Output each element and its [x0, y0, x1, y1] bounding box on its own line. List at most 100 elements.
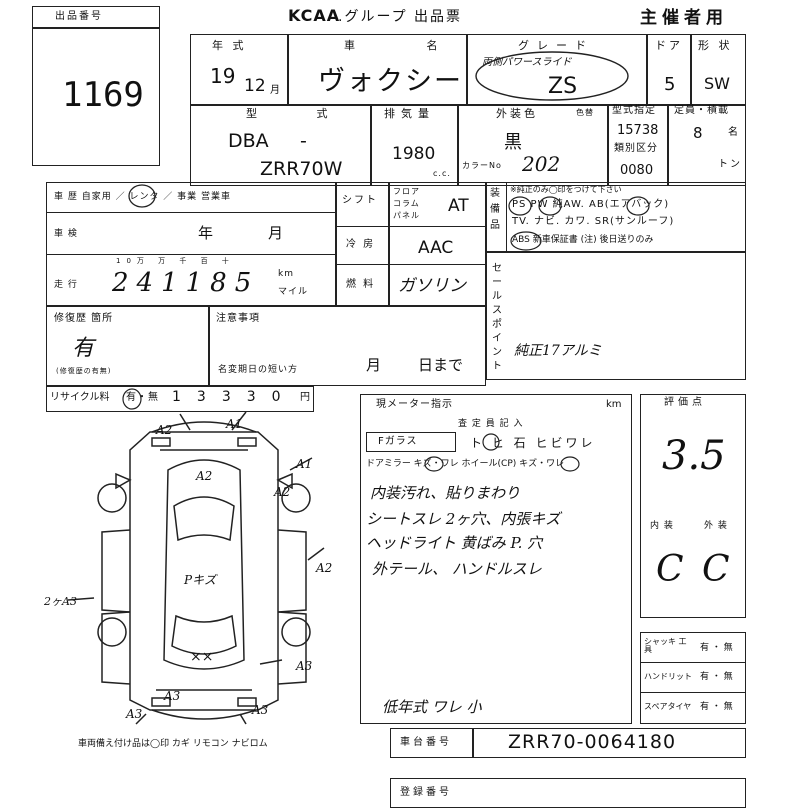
car-name: ヴォクシー: [318, 66, 463, 97]
model-dash: -: [300, 130, 307, 152]
rdivider: [208, 306, 210, 386]
inspection-table: [360, 394, 632, 724]
inspection-footer-note: 低年式 ワレ 小: [382, 698, 482, 716]
shape-value: SW: [704, 74, 730, 93]
equipment-circles: [508, 196, 650, 251]
year-value: 19: [210, 64, 236, 88]
item-label-3: スペアタイヤ: [644, 702, 692, 711]
vdiv-2: [466, 34, 468, 104]
lot-header-divider: [32, 27, 160, 29]
deadline-day: 日まで: [418, 356, 464, 374]
inspector-label: 査 定 員 記 入: [458, 419, 524, 429]
lot-number-box: [32, 6, 160, 166]
repair-value: 有: [72, 336, 95, 361]
year-label: 年 式: [212, 39, 247, 52]
lot-number: 1169: [62, 75, 144, 115]
interior-grade: C: [656, 549, 684, 590]
chassis-label: 車台番号: [400, 737, 452, 748]
grade-circle: [475, 51, 629, 101]
repair-label: 修復歴 箇所: [54, 313, 114, 324]
fuel-value: ガソリン: [398, 276, 466, 296]
interior-label: 内 装: [650, 521, 674, 531]
color-label: 外装色: [496, 107, 538, 120]
model-designation: 15738: [617, 123, 659, 138]
grade-note: 両側パワースライド: [482, 57, 572, 68]
item-label-2: ハンドリット: [644, 672, 692, 681]
document-title: .グループ 出品票: [338, 9, 463, 25]
glass-label: Fガラス: [378, 436, 418, 447]
hrow-3: [335, 226, 486, 227]
vehicle-table: [190, 34, 746, 186]
fuel-label: 燃 料: [346, 279, 376, 290]
vdiv-5: [370, 104, 372, 186]
doors-value: 5: [664, 74, 676, 95]
deadline-month: 月: [366, 356, 382, 374]
yen-unit: 円: [300, 392, 310, 403]
hrow-2: [46, 254, 335, 255]
score-value: 3.5: [662, 433, 726, 479]
month-unit: 月: [270, 85, 282, 96]
damage-mark-7: Pキズ: [184, 573, 217, 587]
hdiv-1: [335, 182, 337, 306]
sales-point-table: [486, 252, 746, 380]
glass-label-box: [366, 432, 456, 452]
odometer-scale: 10万 万 千 百 十: [116, 257, 235, 265]
grade-value: ZS: [548, 74, 578, 99]
inspection-note-4: 外テール、 ハンドルスレ: [372, 560, 542, 578]
mileage-label: 走 行: [54, 280, 78, 290]
repair-small-note: (修復歴の有無): [56, 367, 112, 375]
recycle-amount: 13330: [172, 389, 297, 405]
inspection-circles: [424, 433, 580, 472]
chassis-table: [390, 728, 746, 758]
capacity-value: 8: [693, 124, 703, 142]
ac-label: 冷 房: [346, 239, 376, 250]
cdivider: [472, 728, 474, 758]
item-value-2: 有 ・ 無: [700, 672, 733, 682]
damage-mark-3: A1: [226, 417, 243, 431]
cc-unit: c.c.: [433, 169, 451, 178]
category-label: 類別区分: [614, 143, 658, 154]
vdiv-7: [607, 104, 609, 186]
usage-options: 車 歴 自家用 ／ レンタ ／ 事業 営業車: [54, 192, 232, 202]
car-damage-diagram: [67, 411, 325, 725]
damage-mark-8: ××: [190, 649, 214, 665]
vehicle-row-divider: [190, 104, 746, 106]
brand-logo: KCAA: [288, 6, 341, 25]
diagram-caption: 車両備え付け品は◯印 カギ リモコン ナビロム: [78, 739, 268, 749]
item-value-1: 有 ・ 無: [700, 643, 733, 653]
sales-point-note: 純正17アルミ: [514, 343, 602, 359]
model-prefix: DBA: [228, 130, 269, 152]
item-value-3: 有 ・ 無: [700, 702, 733, 712]
score-label: 評価点: [664, 397, 706, 408]
inspection-note-1: 内装汚れ、貼りまわり: [370, 484, 521, 502]
column-label: フロア コラム パネル: [393, 187, 420, 220]
vdiv-4: [690, 34, 692, 104]
shift-label: シフト: [342, 195, 378, 206]
damage-mark-2: A2: [196, 469, 213, 483]
history-table: [46, 182, 486, 306]
damage-mark-12: A3: [164, 689, 181, 703]
damage-mark-1: A2: [156, 423, 173, 437]
vdiv-8: [667, 104, 669, 186]
recycle-status: 有・無: [126, 392, 159, 403]
inspection-label: 車 検: [54, 229, 78, 239]
month-value: 12: [244, 76, 266, 96]
vdiv-3: [646, 34, 648, 104]
chassis-number: ZRR70-0064180: [508, 731, 677, 753]
lot-number-label: 出品番号: [55, 11, 103, 22]
recycle-circle: [122, 388, 142, 410]
km-unit: km: [278, 269, 294, 279]
model-code: ZRR70W: [260, 158, 343, 180]
glass-options: ト ヒ 石 ヒビワレ: [470, 436, 596, 450]
model-designation-label: 型式指定: [612, 105, 656, 116]
damage-mark-10: A3: [252, 703, 269, 717]
color-no: 202: [522, 152, 561, 176]
exterior-label: 外 装: [704, 521, 728, 531]
color-value: 黒: [504, 132, 522, 153]
damage-mark-9: A3: [296, 659, 313, 673]
grade-label: グレード: [518, 39, 594, 52]
doors-label: ドア: [655, 39, 683, 52]
deadline-label: 名変期日の短い方: [218, 365, 299, 375]
vdiv-1: [287, 34, 289, 104]
equipment-table: [486, 182, 746, 252]
